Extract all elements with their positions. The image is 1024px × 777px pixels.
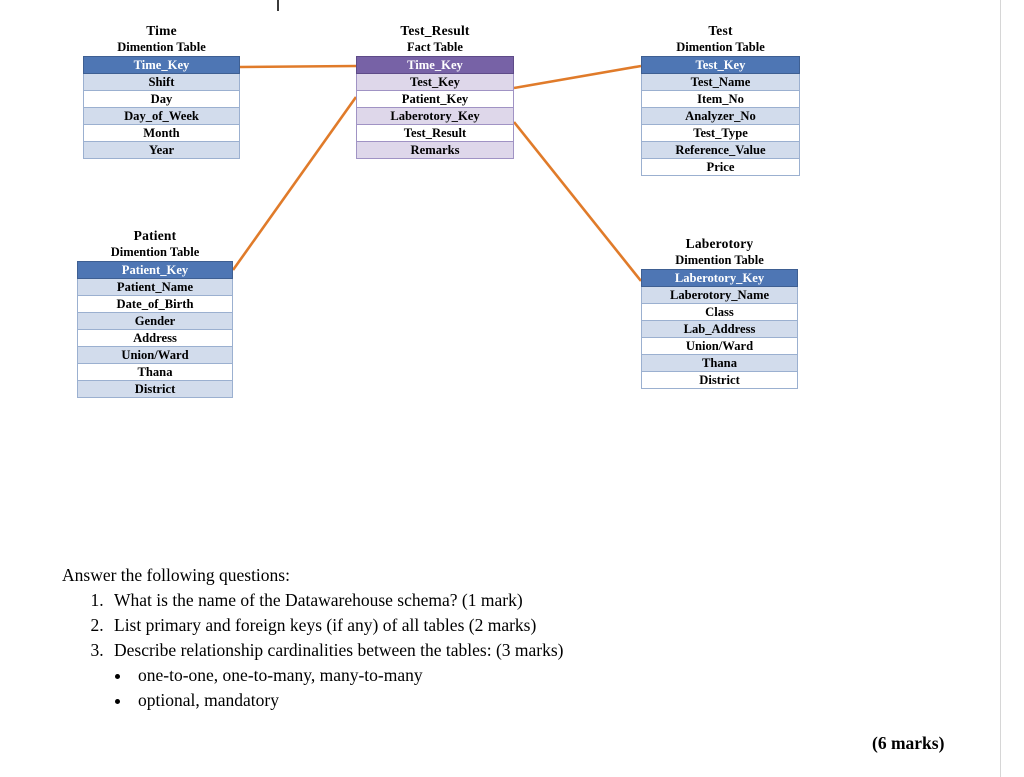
- total-marks-label: (6 marks): [872, 733, 945, 753]
- page-edge-rule: [1000, 0, 1001, 777]
- entity-patient-subtitle: Dimention Table: [110, 245, 200, 259]
- entity-laberotory-fields: Laberotory_Key Laberotory_Name Class Lab…: [641, 269, 798, 389]
- field-row[interactable]: Year: [83, 141, 240, 159]
- connector-patient-to-fact: [231, 96, 358, 271]
- field-row[interactable]: Lab_Address: [641, 320, 798, 338]
- entity-test-result-subtitle: Fact Table: [407, 40, 463, 54]
- field-row[interactable]: Item_No: [641, 90, 800, 108]
- question-sub-item: one-to-one, one-to-many, many-to-many: [132, 663, 762, 688]
- field-row[interactable]: Laberotory_Name: [641, 286, 798, 304]
- entity-laberotory-subtitle: Dimention Table: [675, 253, 764, 267]
- field-row[interactable]: Patient_Key: [356, 90, 514, 108]
- field-row[interactable]: Laberotory_Key: [641, 269, 798, 287]
- entity-test[interactable]: Test Dimention Table Test_Key Test_Name …: [641, 22, 800, 176]
- questions-lead: Answer the following questions:: [62, 565, 290, 585]
- field-row[interactable]: Thana: [641, 354, 798, 372]
- connector-time-to-fact: [239, 64, 357, 69]
- field-row[interactable]: Reference_Value: [641, 141, 800, 159]
- entity-laberotory-title: Laberotory: [685, 236, 754, 251]
- field-row[interactable]: Patient_Name: [77, 278, 233, 296]
- field-row[interactable]: Month: [83, 124, 240, 142]
- entity-test-title: Test: [708, 23, 733, 38]
- questions-list: What is the name of the Datawarehouse sc…: [62, 588, 762, 663]
- question-item: Describe relationship cardinalities betw…: [108, 638, 762, 663]
- entity-patient-title: Patient: [133, 228, 177, 243]
- field-row[interactable]: Class: [641, 303, 798, 321]
- field-row[interactable]: Address: [77, 329, 233, 347]
- field-row[interactable]: Test_Key: [641, 56, 800, 74]
- question-item: List primary and foreign keys (if any) o…: [108, 613, 762, 638]
- field-row[interactable]: District: [77, 380, 233, 398]
- field-row[interactable]: Test_Name: [641, 73, 800, 91]
- field-row[interactable]: Time_Key: [356, 56, 514, 74]
- entity-time-subtitle: Dimention Table: [117, 40, 206, 54]
- entity-test-result[interactable]: Test_Result Fact Table Time_Key Test_Key…: [356, 22, 514, 159]
- field-row[interactable]: Analyzer_No: [641, 107, 800, 125]
- question-item: What is the name of the Datawarehouse sc…: [108, 588, 762, 613]
- field-row[interactable]: Gender: [77, 312, 233, 330]
- entity-laberotory[interactable]: Laberotory Dimention Table Laberotory_Ke…: [641, 235, 798, 389]
- field-row[interactable]: Price: [641, 158, 800, 176]
- entity-time-title: Time: [146, 23, 177, 38]
- connector-fact-to-test: [513, 64, 642, 90]
- field-row[interactable]: Laberotory_Key: [356, 107, 514, 125]
- field-row[interactable]: District: [641, 371, 798, 389]
- entity-test-subtitle: Dimention Table: [676, 40, 765, 54]
- field-row[interactable]: Test_Type: [641, 124, 800, 142]
- entity-patient[interactable]: Patient Dimention Table Patient_Key Pati…: [77, 227, 233, 398]
- star-schema-diagram: Time Dimention Table Time_Key Shift Day …: [77, 22, 800, 398]
- field-row[interactable]: Day_of_Week: [83, 107, 240, 125]
- field-row[interactable]: Patient_Key: [77, 261, 233, 279]
- field-row[interactable]: Day: [83, 90, 240, 108]
- entity-test-result-fields: Time_Key Test_Key Patient_Key Laberotory…: [356, 56, 514, 159]
- field-row[interactable]: Time_Key: [83, 56, 240, 74]
- question-sub-item: optional, mandatory: [132, 688, 762, 713]
- entity-time-fields: Time_Key Shift Day Day_of_Week Month Yea…: [83, 56, 240, 159]
- entity-patient-fields: Patient_Key Patient_Name Date_of_Birth G…: [77, 261, 233, 398]
- field-row[interactable]: Thana: [77, 363, 233, 381]
- field-row[interactable]: Remarks: [356, 141, 514, 159]
- questions-block: Answer the following questions: What is …: [62, 563, 762, 713]
- field-row[interactable]: Union/Ward: [641, 337, 798, 355]
- entity-test-fields: Test_Key Test_Name Item_No Analyzer_No T…: [641, 56, 800, 176]
- field-row[interactable]: Test_Key: [356, 73, 514, 91]
- field-row[interactable]: Test_Result: [356, 124, 514, 142]
- connector-fact-to-laberotory: [512, 121, 643, 282]
- field-row[interactable]: Date_of_Birth: [77, 295, 233, 313]
- entity-test-result-title: Test_Result: [400, 23, 470, 38]
- entity-time[interactable]: Time Dimention Table Time_Key Shift Day …: [83, 22, 240, 159]
- field-row[interactable]: Union/Ward: [77, 346, 233, 364]
- top-margin-tick: [277, 0, 279, 11]
- field-row[interactable]: Shift: [83, 73, 240, 91]
- question-sub-list: one-to-one, one-to-many, many-to-many op…: [62, 663, 762, 713]
